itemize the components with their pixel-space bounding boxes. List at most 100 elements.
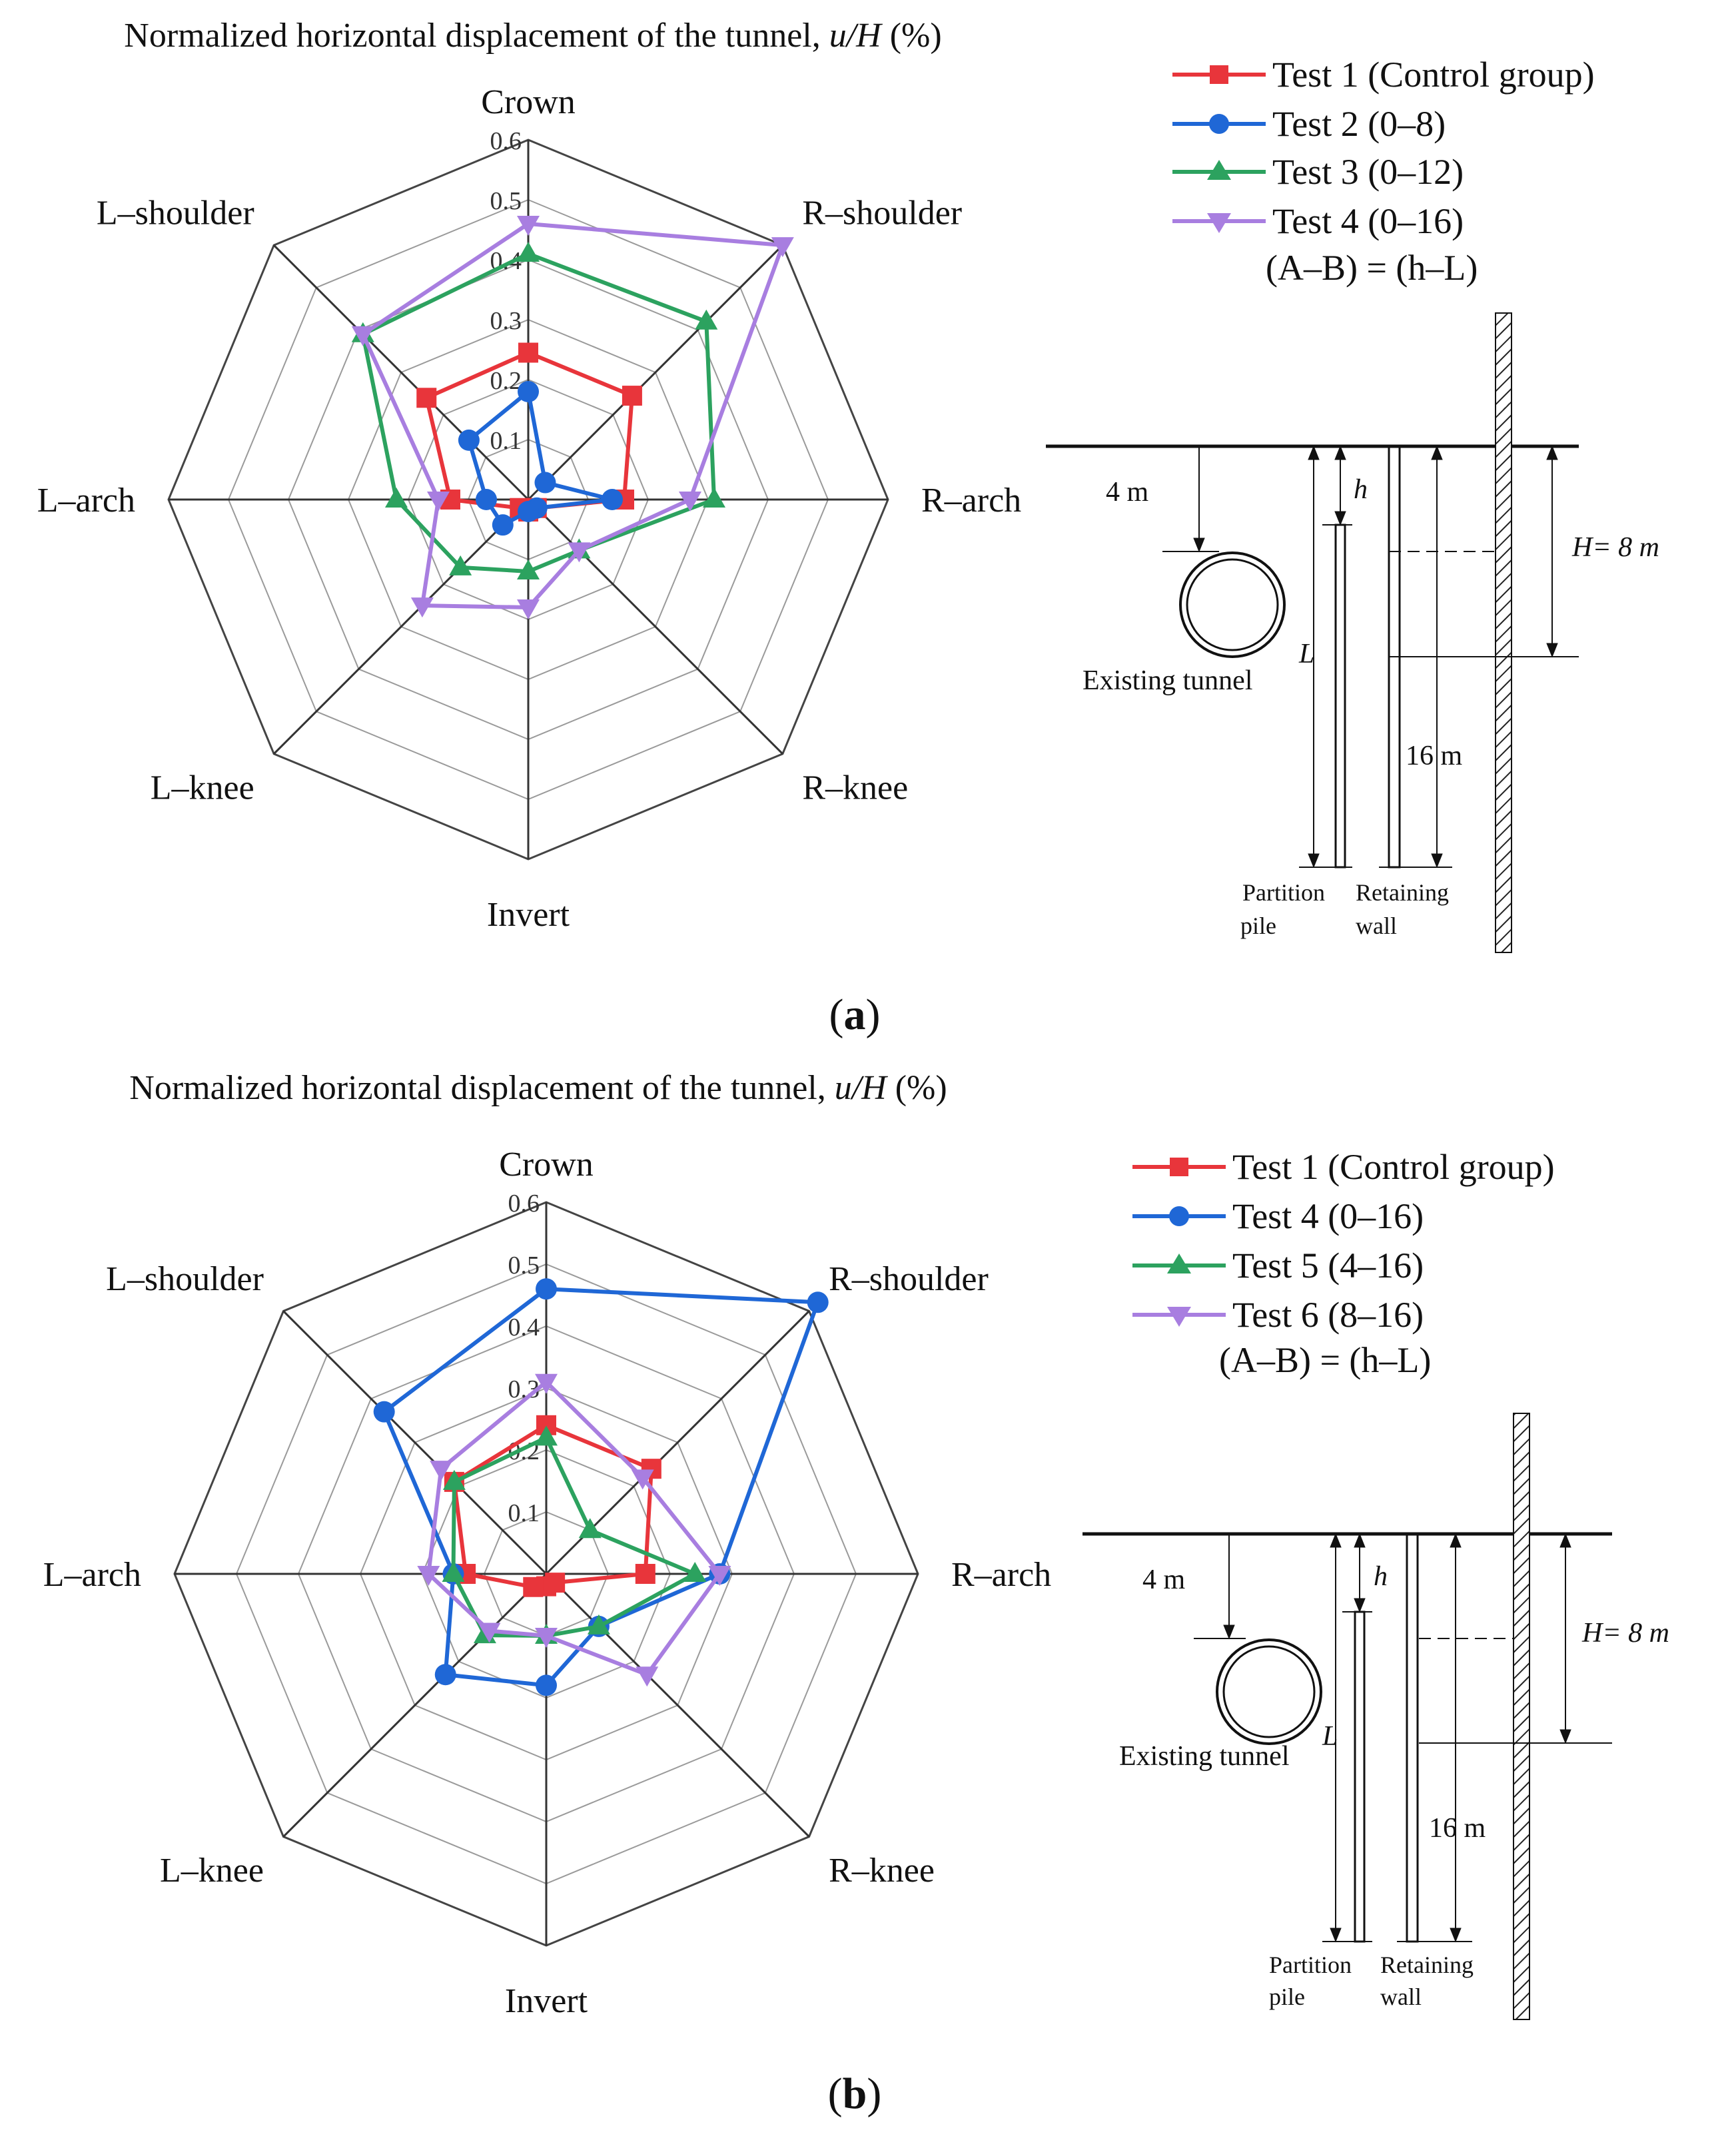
legend-marker-test4	[1207, 213, 1231, 233]
series-3	[417, 1373, 731, 1687]
partition-pile	[1334, 524, 1346, 869]
arrow-head	[1546, 445, 1558, 460]
radial-axis	[545, 1573, 810, 1838]
data-point	[523, 1577, 544, 1597]
arrow-head	[1330, 1928, 1342, 1943]
data-point	[771, 237, 794, 258]
depth-16m-label: 16 m	[1406, 741, 1463, 771]
category-label: Invert	[505, 1982, 588, 2020]
panel-label-b: (b)	[828, 2069, 882, 2118]
legend-item: Test 1 (Control group)	[1232, 1147, 1555, 1187]
category-label: Crown	[481, 83, 576, 121]
data-point	[518, 381, 539, 402]
category-label: R–shoulder	[829, 1260, 989, 1298]
schematic-diagram	[1046, 312, 1579, 953]
H-label: H= 8 m	[1581, 1618, 1669, 1648]
arrow-head	[1546, 643, 1558, 658]
partition-label: Partition	[1269, 1952, 1352, 1978]
arrow-head	[1559, 1729, 1571, 1744]
data-point	[636, 1666, 659, 1687]
partition-pile	[1354, 1611, 1366, 1943]
data-point	[703, 488, 725, 508]
data-point	[458, 429, 480, 451]
data-point	[478, 1622, 501, 1643]
retaining-wall	[1406, 1533, 1419, 1943]
arrow-head	[1450, 1533, 1462, 1548]
tunnel-inner-ring	[1186, 558, 1279, 651]
arrow-head	[1559, 1533, 1571, 1548]
data-point	[351, 326, 374, 346]
tick-label: 0.5	[508, 1252, 540, 1279]
arrow-head	[1354, 1533, 1366, 1548]
legend-note: (A–B) = (h–L)	[1266, 248, 1478, 288]
data-point	[430, 1461, 453, 1481]
retaining-label: Retaining	[1356, 879, 1449, 906]
legend-item: Test 2 (0–8)	[1272, 104, 1446, 144]
data-point	[568, 542, 591, 563]
arrow-head	[1223, 1624, 1235, 1640]
category-label: L–shoulder	[97, 194, 254, 232]
legend-note: (A–B) = (h–L)	[1219, 1340, 1431, 1380]
data-point	[683, 1562, 707, 1582]
radar-chart-a: 0.10.20.30.40.50.6CrownR–shoulderR–archR…	[37, 83, 1021, 934]
series-1	[458, 381, 623, 536]
h-label: h	[1374, 1561, 1388, 1592]
radial-axis	[527, 498, 783, 755]
arrow-head	[1334, 445, 1346, 460]
data-point	[517, 242, 540, 262]
tunnel-inner-ring	[1222, 1645, 1316, 1738]
radial-axis	[273, 498, 530, 755]
excavation-wall-hatch	[1495, 312, 1512, 953]
arrow-head	[1431, 853, 1443, 869]
L-label: L	[1322, 1721, 1338, 1752]
tick-label: 0.6	[508, 1190, 540, 1218]
tick-label: 0.2	[490, 367, 522, 395]
legend-marker-test1	[1210, 65, 1228, 84]
data-point	[708, 1566, 731, 1586]
category-label: R–arch	[951, 1556, 1051, 1594]
category-label: R–knee	[829, 1852, 935, 1890]
legend-item: Test 1 (Control group)	[1272, 55, 1595, 95]
data-point	[417, 1566, 440, 1586]
legend: Test 1 (Control group) Test 2 (0–8) Test…	[1172, 55, 1595, 288]
category-label: L–knee	[160, 1852, 264, 1890]
arrow-head	[1193, 538, 1205, 553]
data-point	[517, 599, 540, 619]
wall-label: wall	[1380, 1983, 1422, 2010]
data-point	[622, 386, 642, 406]
panel-b: Normalized horizontal displacement of th…	[43, 1069, 1669, 2118]
depth-4m-label: 4 m	[1142, 1565, 1186, 1595]
panel-a: Normalized horizontal displacement of th…	[37, 17, 1659, 1039]
arrow-head	[1354, 1598, 1366, 1613]
tunnel-outer-ring	[1179, 551, 1286, 658]
data-point	[587, 1614, 610, 1634]
tick-label: 0.4	[508, 1313, 540, 1341]
data-point	[518, 501, 539, 522]
category-label: Invert	[487, 896, 570, 934]
series-3	[351, 216, 794, 619]
existing-tunnel-label: Existing tunnel	[1119, 1741, 1290, 1772]
radar-chart-b: 0.10.20.30.40.50.6CrownR–shoulderR–archR…	[43, 1146, 1051, 2020]
data-point	[518, 342, 538, 363]
chart-title: Normalized horizontal displacement of th…	[124, 17, 941, 55]
schematic-labels: 4 m h L H= 8 m 16 m Existing tunnel Part…	[1083, 474, 1659, 939]
radial-axis	[527, 244, 783, 501]
data-point	[534, 472, 556, 494]
series-0	[444, 1415, 661, 1597]
legend-marker-test1	[1170, 1158, 1188, 1176]
legend-item: Test 6 (8–16)	[1232, 1295, 1424, 1335]
category-label: Crown	[499, 1146, 594, 1184]
data-point	[807, 1291, 829, 1313]
data-point	[385, 488, 408, 508]
category-label: L–arch	[37, 482, 135, 520]
data-point	[416, 388, 437, 408]
series-2	[442, 1425, 707, 1644]
category-label: L–arch	[43, 1556, 141, 1594]
data-point	[602, 489, 623, 510]
radial-axis	[273, 244, 530, 501]
legend-marker-test6	[1167, 1307, 1191, 1327]
tunnel-outer-ring	[1216, 1638, 1322, 1745]
data-point	[373, 1401, 395, 1423]
H-label: H= 8 m	[1571, 532, 1659, 563]
